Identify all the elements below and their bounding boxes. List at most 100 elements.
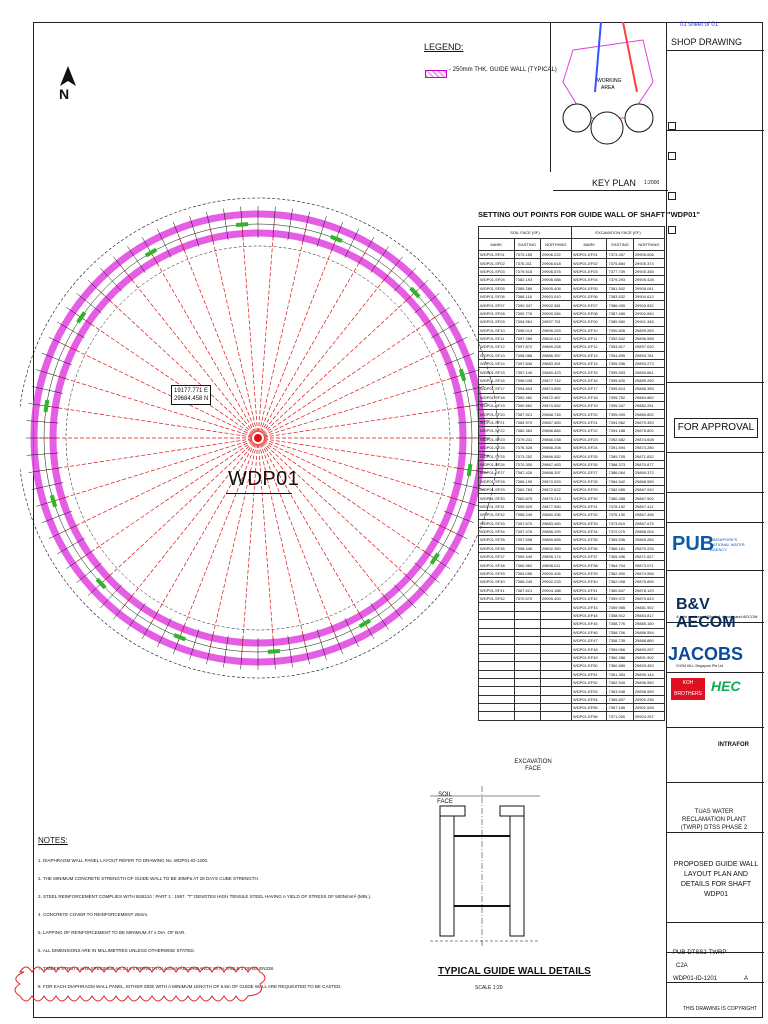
table-cell: 7395.347 xyxy=(606,401,634,411)
setting-out-ray xyxy=(61,437,259,533)
setting-out-ray xyxy=(257,220,275,439)
table-cell: 7386.005 xyxy=(606,300,634,310)
table-cell: WDP01-SF08 xyxy=(478,308,515,319)
table-cell: 7359.972 xyxy=(606,593,634,604)
setting-out-ray xyxy=(178,437,259,642)
key-plan: WORKING AREA xyxy=(550,21,667,172)
table-cell: 29905.428 xyxy=(632,275,666,285)
table-cell: 29868.559 xyxy=(632,476,666,486)
table-cell: 7359.449 xyxy=(513,552,541,562)
table-cell: 29886.554 xyxy=(632,627,666,637)
table-cell: 7379.231 xyxy=(513,434,541,445)
table-cell: WDP01-EF53 xyxy=(570,686,608,696)
setting-out-ray xyxy=(257,437,338,642)
table-cell: 7395.009 xyxy=(606,409,634,419)
setting-out-ray xyxy=(257,437,439,562)
panel-joint-line xyxy=(316,629,327,660)
setting-out-ray xyxy=(257,437,455,533)
table-cell: 7381.502 xyxy=(606,283,634,293)
table-cell: 29874.556 xyxy=(632,568,666,579)
panel-joint-line xyxy=(414,562,440,583)
table-cell: 29895.174 xyxy=(539,552,572,562)
table-cell: 29900.426 xyxy=(539,568,572,579)
table-cell: 7359.985 xyxy=(606,602,634,612)
table-cell: 7359.529 xyxy=(513,501,541,512)
approval-checkbox[interactable] xyxy=(668,226,676,234)
table-cell: WDP01-EF56 xyxy=(570,711,608,721)
table-cell: 29868.004 xyxy=(632,526,666,537)
table-cell: WDP01-EF16 xyxy=(570,375,608,386)
setting-out-ray xyxy=(77,437,259,562)
setting-out-ray xyxy=(257,437,474,471)
primary-panel-marker xyxy=(358,618,372,629)
panel-joint-line xyxy=(414,293,440,314)
table-cell xyxy=(539,635,572,646)
table-cell: WDP01-SF38 xyxy=(478,560,515,570)
table-cell: 7397.289 xyxy=(513,333,541,344)
approval-checkbox[interactable] xyxy=(668,152,676,160)
table-cell: 29867.910 xyxy=(632,484,666,495)
panel-joint-line xyxy=(31,482,64,490)
primary-panel-marker xyxy=(49,494,58,508)
table-cell xyxy=(539,610,572,621)
table-cell: 29877.742 xyxy=(539,375,572,386)
panel-joint-line xyxy=(431,537,460,555)
table-cell: WDP01-EF02 xyxy=(570,258,608,268)
table-cell xyxy=(513,602,541,612)
table-cell: WDP01-SF25 xyxy=(478,451,515,461)
key-plan-divider xyxy=(553,190,668,191)
table-cell: WDP01-EF40 xyxy=(570,577,608,587)
table-cell: 29905.400 xyxy=(539,593,572,604)
table-cell: 29905.041 xyxy=(632,283,666,293)
setting-out-ray xyxy=(97,289,259,439)
table-cell: 7360.288 xyxy=(606,652,634,663)
table-cell: 7358.776 xyxy=(606,619,634,629)
table-cell xyxy=(539,652,572,663)
primary-panel-marker xyxy=(329,234,343,243)
table-cell: 7397.846 xyxy=(513,359,541,369)
table-cell: 29875.213 xyxy=(539,493,572,503)
table-cell: 7384.970 xyxy=(513,417,541,428)
table-cell: WDP01-EF36 xyxy=(570,543,608,554)
setting-out-ray xyxy=(77,314,259,439)
table-cell: 29871.832 xyxy=(632,451,666,461)
setting-out-ray xyxy=(148,437,259,627)
approval-status-box: FOR APPROVAL xyxy=(674,418,758,438)
note-item: 1. DIAPHRAGM WALL PANEL LAYOUT REFER TO … xyxy=(38,858,209,863)
table-cell: 29885.150 xyxy=(632,619,666,629)
table-cell: WDP01-EF41 xyxy=(570,585,608,596)
panel-joint-line xyxy=(127,603,146,630)
panel-joint-line xyxy=(41,510,72,523)
table-cell: 7367.621 xyxy=(513,585,541,596)
north-label: N xyxy=(59,86,70,102)
table-cell: WDP01-SF20 xyxy=(478,409,515,419)
table-cell: 29883.817 xyxy=(632,610,666,621)
table-cell xyxy=(513,694,541,705)
table-cell: 29870.877 xyxy=(632,459,666,470)
table-cell: WDP01-SF24 xyxy=(478,442,515,453)
table-cell: 7372.070 xyxy=(606,526,634,537)
table-cell: 29904.188 xyxy=(539,585,572,596)
table-cell: 7367.426 xyxy=(513,468,541,478)
table-cell: 7360.647 xyxy=(606,585,634,596)
approval-checkbox[interactable] xyxy=(668,122,676,130)
table-cell: WDP01-EF10 xyxy=(570,325,608,335)
table-cell: 29867.463 xyxy=(539,459,572,470)
table-cell: WDP01-EF19 xyxy=(570,401,608,411)
guide-wall-section-drawing xyxy=(430,786,540,946)
panel-joint-line xyxy=(26,420,59,424)
approval-checkbox[interactable] xyxy=(668,192,676,200)
table-cell: WDP01-SF29 xyxy=(478,484,515,495)
